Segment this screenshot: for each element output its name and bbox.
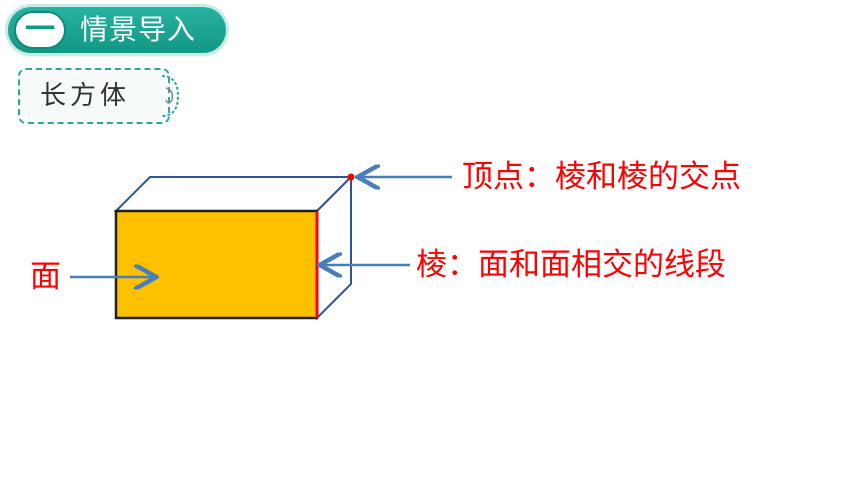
- scroll-curl-icon: [161, 75, 180, 117]
- face-annotation: 面: [30, 259, 61, 295]
- cuboid-top-face: [113, 176, 354, 212]
- topic-label: 长方体: [40, 81, 131, 111]
- cuboid-highlighted-vertex: [347, 173, 355, 181]
- section-title: 情景导入: [80, 13, 197, 46]
- topic-scroll-label: 长方体: [18, 68, 170, 124]
- vertex-annotation: 顶点：棱和棱的交点: [462, 159, 741, 195]
- section-header: 一 情景导入: [8, 7, 226, 53]
- cuboid-front-face: [114, 209, 319, 320]
- section-number-badge: 一: [14, 11, 66, 49]
- edge-annotation: 棱：面和面相交的线段: [416, 247, 726, 283]
